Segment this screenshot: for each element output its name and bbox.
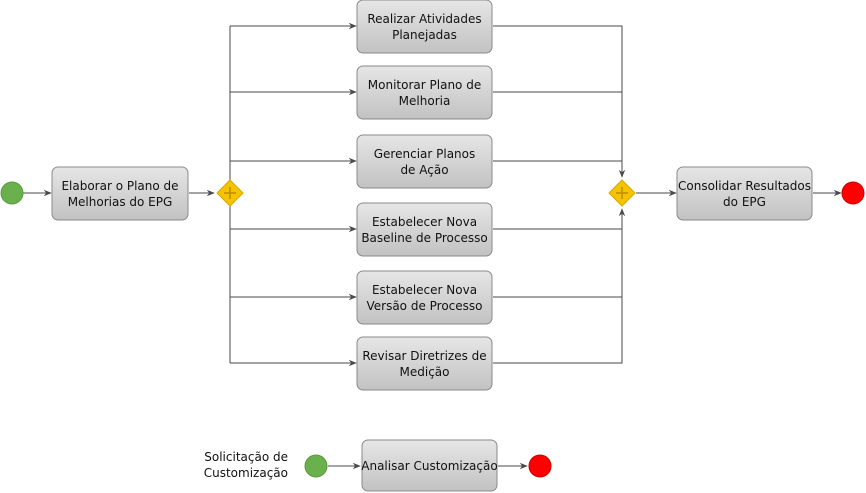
task-monitorar-plano[interactable]: Monitorar Plano de Melhoria — [356, 65, 493, 120]
flow-realizar-to-join — [493, 25, 626, 178]
task-label-line2: Medição — [400, 365, 450, 379]
task-label-line2: do EPG — [723, 195, 766, 209]
task-estabelecer-baseline[interactable]: Estabelecer Nova Baseline de Processo — [356, 202, 493, 257]
custom-trigger-label-line1: Solicitação de — [204, 450, 288, 464]
parallel-join-gateway[interactable] — [608, 179, 636, 207]
task-label-line2: Melhorias do EPG — [68, 195, 173, 209]
custom-trigger-label-line2: Customização — [204, 466, 288, 480]
task-label-line1: Estabelecer Nova — [372, 215, 477, 229]
custom-end-event[interactable] — [528, 454, 552, 478]
sequence-flows — [23, 22, 842, 367]
task-label-line1: Revisar Diretrizes de — [362, 349, 486, 363]
task-label-line1: Consolidar Resultados — [678, 179, 811, 193]
task-label-line1: Estabelecer Nova — [372, 283, 477, 297]
task-label: Analisar Customização — [361, 459, 497, 473]
task-label-line2: Planejadas — [392, 28, 457, 42]
task-label-line2: Baseline de Processo — [361, 231, 487, 245]
task-label-line1: Realizar Atividades — [367, 12, 481, 26]
task-gerenciar-planos[interactable]: Gerenciar Planos de Ação — [356, 134, 493, 189]
task-label-line2: Versão de Processo — [366, 299, 482, 313]
task-label-line1: Elaborar o Plano de — [61, 179, 178, 193]
flow-revisar-to-join — [493, 208, 626, 364]
task-consolidar-resultados[interactable]: Consolidar Resultados do EPG — [676, 166, 813, 221]
start-event[interactable] — [0, 181, 24, 205]
task-elaborar-plano[interactable]: Elaborar o Plano de Melhorias do EPG — [51, 166, 189, 221]
end-event[interactable] — [841, 181, 865, 205]
parallel-split-gateway[interactable] — [216, 179, 244, 207]
task-label-line2: Melhoria — [399, 94, 451, 108]
custom-process: Solicitação de Customização Analisar Cus… — [204, 439, 552, 492]
task-revisar-diretrizes[interactable]: Revisar Diretrizes de Medição — [356, 336, 493, 391]
task-label-line1: Gerenciar Planos — [374, 147, 476, 161]
task-label-line1: Monitorar Plano de — [368, 78, 481, 92]
task-label-line2: de Ação — [400, 163, 448, 177]
task-analisar-customizacao[interactable]: Analisar Customização — [361, 439, 498, 492]
task-estabelecer-versao[interactable]: Estabelecer Nova Versão de Processo — [356, 270, 493, 325]
task-realizar-atividades[interactable]: Realizar Atividades Planejadas — [356, 0, 493, 54]
custom-start-event[interactable] — [304, 454, 328, 478]
